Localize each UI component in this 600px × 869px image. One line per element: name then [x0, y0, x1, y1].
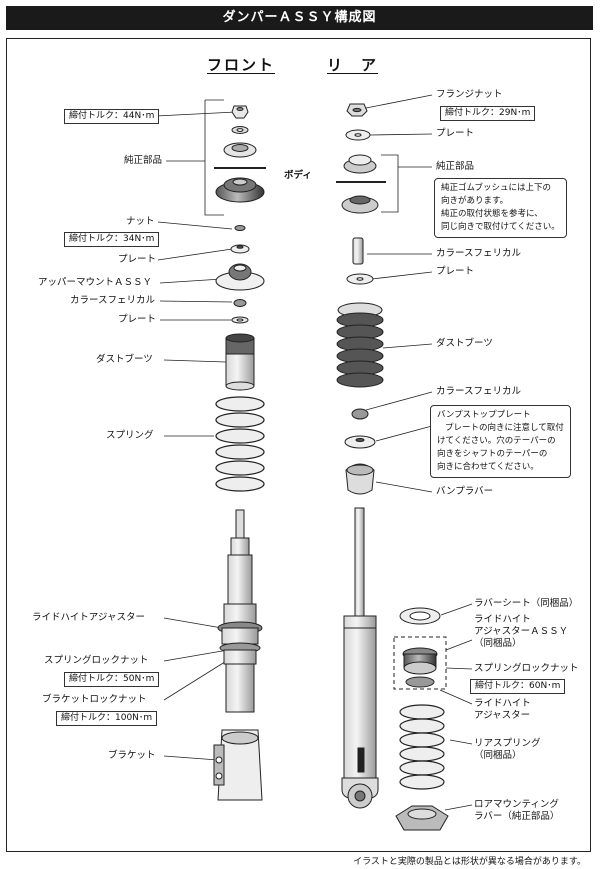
- rear-lower-mount-label: ロアマウンティング ラバー（純正部品）: [474, 799, 559, 823]
- rear-lower-rubber-art: [395, 805, 449, 831]
- rear-plate2-label: プレート: [436, 266, 475, 277]
- rear-ride-height-assy-label: ライドハイト アジャスターＡＳＳＹ （同梱品）: [474, 614, 568, 650]
- front-torque-34: 締付トルク：34N･m: [64, 232, 160, 247]
- front-damper-art: [213, 509, 263, 801]
- rear-rubber-sheet-label: ラバーシート（同梱品）: [474, 598, 579, 609]
- note-line: 向きをシャフトのテーパーの: [437, 449, 548, 459]
- rear-collar1-label: カラースフェリカル: [436, 248, 522, 259]
- rear-bump-parts: [344, 408, 376, 495]
- note-line: 向きがあります。: [441, 196, 509, 206]
- front-spring-art: [215, 396, 265, 492]
- label-line: （同梱品）: [474, 750, 522, 761]
- front-dust-boot-label: ダストブーツ: [96, 354, 153, 365]
- rear-torque-29: 締付トルク：29N･m: [440, 106, 536, 121]
- rear-spring-art: [399, 704, 445, 790]
- note-line: プレートの向きに注意して取付: [445, 423, 564, 433]
- front-column-heading: フロント: [207, 56, 276, 74]
- rear-spring-lock-label: スプリングロックナット: [474, 663, 579, 674]
- front-bracket-label: ブラケット: [108, 750, 156, 761]
- label-line: アジャスターＡＳＳＹ: [474, 626, 569, 637]
- rear-dust-boot-art: [336, 302, 384, 388]
- front-torque-100: 締付トルク：100N･m: [56, 711, 158, 726]
- front-upper-mount-label: アッパーマウントＡＳＳＹ: [38, 277, 153, 288]
- rear-top-hardware: [336, 103, 386, 285]
- footer-disclaimer: イラストと実際の製品とは形状が異なる場合があります。: [353, 857, 586, 867]
- rear-genuine-label: 純正部品: [436, 161, 475, 172]
- front-genuine-label: 純正部品: [124, 155, 163, 166]
- note-line: 同じ向きで取付けてください。: [441, 222, 560, 232]
- label-line: ライドハイト: [474, 698, 531, 709]
- label-line: ラバー（純正部品）: [474, 811, 560, 822]
- rear-torque-60: 締付トルク：60N･m: [470, 679, 566, 694]
- rear-dust-boot-label: ダストブーツ: [436, 338, 493, 349]
- front-nut-label: ナット: [126, 216, 155, 227]
- rear-collar2-label: カラースフェリカル: [436, 386, 522, 397]
- rear-adjuster-art: [393, 607, 447, 690]
- front-plate1-label: プレート: [118, 254, 157, 265]
- rear-flange-nut-label: フランジナット: [436, 89, 503, 100]
- front-spring-lock-label: スプリングロックナット: [44, 655, 149, 666]
- note-line: けてください。穴のテーパーの: [437, 436, 556, 446]
- note-line: 純正の取付状態を参考に、: [441, 209, 543, 219]
- front-torque-44: 締付トルク：44N･m: [64, 109, 160, 124]
- front-spring-label: スプリング: [106, 430, 154, 441]
- rear-plate1-label: プレート: [436, 128, 475, 139]
- rear-column-heading: リ ア: [327, 56, 379, 74]
- label-line: ロアマウンティング: [474, 799, 559, 810]
- diagram-frame: [6, 38, 591, 852]
- rear-spring-label: リアスプリング （同梱品）: [474, 738, 541, 762]
- rear-bump-stop-note: バンプストッププレート プレートの向きに注意して取付 けてください。穴のテーパー…: [430, 405, 571, 478]
- label-line: リアスプリング: [474, 738, 541, 749]
- rear-ride-height-label: ライドハイト アジャスター: [474, 698, 531, 722]
- label-line: アジャスター: [474, 710, 531, 721]
- rear-damper-art: [341, 507, 379, 809]
- bump-stop-title: バンプストッププレート: [437, 410, 531, 420]
- front-leader-lines: [155, 99, 237, 761]
- front-plate2-label: プレート: [118, 314, 157, 325]
- rear-bump-rubber-label: バンプラバー: [436, 486, 494, 497]
- label-line: （同梱品）: [474, 638, 522, 649]
- note-line: 純正ゴムブッシュには上下の: [441, 183, 551, 193]
- note-line: 向きに合わせてください。: [437, 462, 539, 472]
- front-ride-height-label: ライドハイトアジャスター: [32, 612, 145, 623]
- rear-genuine-note: 純正ゴムブッシュには上下の 向きがあります。 純正の取付状態を参考に、 同じ向き…: [434, 178, 567, 238]
- page-title: ダンパーＡＳＳＹ構成図: [6, 6, 593, 30]
- front-torque-50: 締付トルク：50N･m: [64, 672, 160, 687]
- front-top-hardware: [214, 105, 266, 324]
- label-line: ライドハイト: [474, 614, 531, 625]
- rear-leader-lines: [365, 94, 473, 811]
- front-collar-label: カラースフェリカル: [70, 295, 156, 306]
- front-dust-boot-art: [225, 333, 255, 391]
- body-label: ボディ: [284, 170, 312, 181]
- front-bracket-lock-label: ブラケットロックナット: [42, 694, 147, 705]
